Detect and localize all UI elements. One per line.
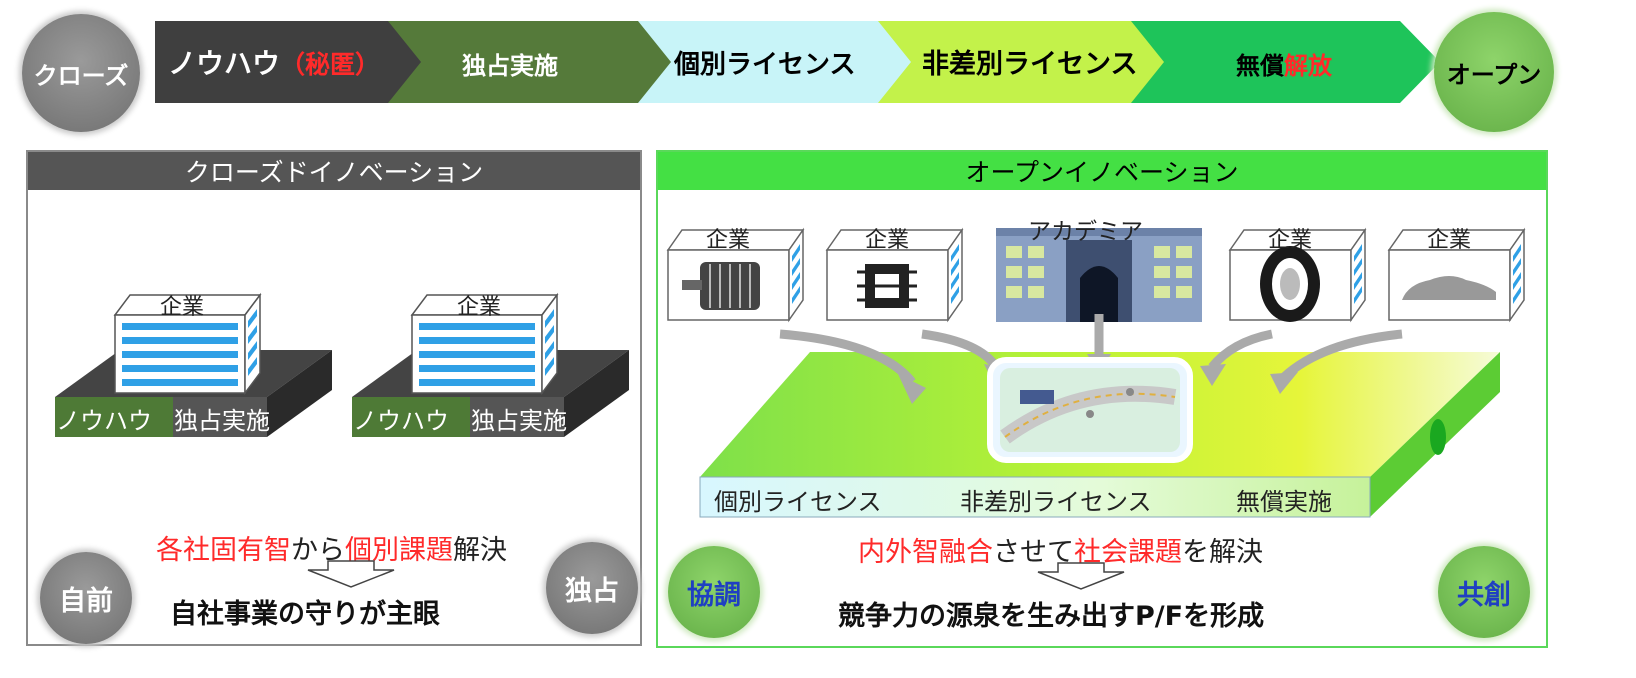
platform-label-individual: 個別ライセンス <box>714 488 882 516</box>
building-stripes-1 <box>122 309 257 386</box>
closed-conclusion: 自社事業の守りが主眼 <box>170 599 440 630</box>
stage-free-red: 解放 <box>1284 52 1332 80</box>
closed-base-exclusive-1: 独占実施 <box>174 407 270 435</box>
base-front-right-2 <box>470 397 564 437</box>
exclusive-circle: 独占 <box>546 542 638 634</box>
academia-label: アカデミア <box>1028 219 1143 245</box>
open-company-label-4: 企業 <box>1427 228 1472 253</box>
stage-exclusive-label: 独占実施 <box>462 52 558 80</box>
stage-free-release-shape <box>1131 21 1440 103</box>
closed-down-arrow <box>307 560 395 588</box>
closed-caption-red1: 各社固有智 <box>156 535 291 566</box>
building-stripes-2 <box>419 309 554 386</box>
platform-label-nondiscrim: 非差別ライセンス <box>960 488 1152 516</box>
open-conclusion: 競争力の源泉を生み出すP/Fを形成 <box>838 601 1265 632</box>
stage-knowhow-shape <box>155 21 435 103</box>
open-platform-illustration <box>666 227 1526 518</box>
company-box-car <box>1387 227 1526 323</box>
co-creation-circle: 共創 <box>1438 546 1530 638</box>
open-circle: オープン <box>1434 12 1554 132</box>
cooperation-circle: 協調 <box>668 546 760 638</box>
open-circle-label: オープン <box>1446 60 1542 89</box>
stage-nondiscrim-license-shape <box>878 21 1178 103</box>
flow-arrows <box>779 314 1403 385</box>
company-box-motor <box>666 227 805 323</box>
company-box-tire <box>1228 227 1367 323</box>
co-creation-circle-label: 共創 <box>1457 579 1511 611</box>
stage-knowhow-label: ノウハウ（秘匿） <box>168 42 380 82</box>
platform-side-glow <box>1430 419 1446 455</box>
base-front-left-1 <box>55 397 173 437</box>
closed-company-label-1: 企業 <box>160 295 205 320</box>
cooperation-circle-label: 協調 <box>687 579 741 611</box>
closed-base-knowhow-1: ノウハウ <box>56 407 152 435</box>
stage-individual-license-shape <box>638 21 925 103</box>
spectrum-arrow-bar <box>155 21 1440 103</box>
platform-front <box>699 476 1371 518</box>
base-front-left-2 <box>352 397 470 437</box>
closed-panel-title: クローズドイノベーション <box>28 152 640 190</box>
closed-company-label-2: 企業 <box>457 295 502 320</box>
company-box-chip <box>825 227 964 323</box>
closed-caption-black2: 解決 <box>453 535 507 566</box>
open-panel-title: オープンイノベーション <box>658 152 1546 190</box>
open-down-arrow <box>1037 562 1125 590</box>
platform-label-free: 無償実施 <box>1236 488 1332 516</box>
in-house-circle: 自前 <box>40 552 132 644</box>
open-caption-red1: 内外智融合 <box>858 537 993 568</box>
stage-free-text: 無償 <box>1236 52 1284 80</box>
stage-knowhow-text: ノウハウ <box>168 47 281 80</box>
base-side-2 <box>564 350 629 437</box>
open-company-label-1: 企業 <box>706 228 751 253</box>
closed-companies-illustration <box>55 292 629 437</box>
stage-free-release-label: 無償解放 <box>1236 46 1332 81</box>
closed-circle-label: クローズ <box>33 61 129 90</box>
closed-base-exclusive-2: 独占実施 <box>471 407 567 435</box>
academia-building <box>996 228 1202 322</box>
exclusive-circle-label: 独占 <box>565 575 619 607</box>
stage-knowhow-red: （秘匿） <box>280 50 381 79</box>
stage-nondiscrim-license-label: 非差別ライセンス <box>922 49 1138 80</box>
stage-individual-license-label: 個別ライセンス <box>674 50 856 80</box>
open-caption: 内外智融合させて社会課題を解決 <box>858 530 1263 569</box>
stage-exclusive-shape <box>388 21 685 103</box>
central-tablet <box>987 357 1193 463</box>
base-front-right-1 <box>173 397 267 437</box>
open-company-label-3: 企業 <box>1268 228 1313 253</box>
in-house-circle-label: 自前 <box>59 585 113 617</box>
open-company-label-2: 企業 <box>865 228 910 253</box>
closed-circle: クローズ <box>22 14 140 132</box>
base-side-1 <box>267 350 332 437</box>
open-caption-black2: を解決 <box>1182 537 1263 568</box>
closed-base-knowhow-2: ノウハウ <box>353 407 449 435</box>
